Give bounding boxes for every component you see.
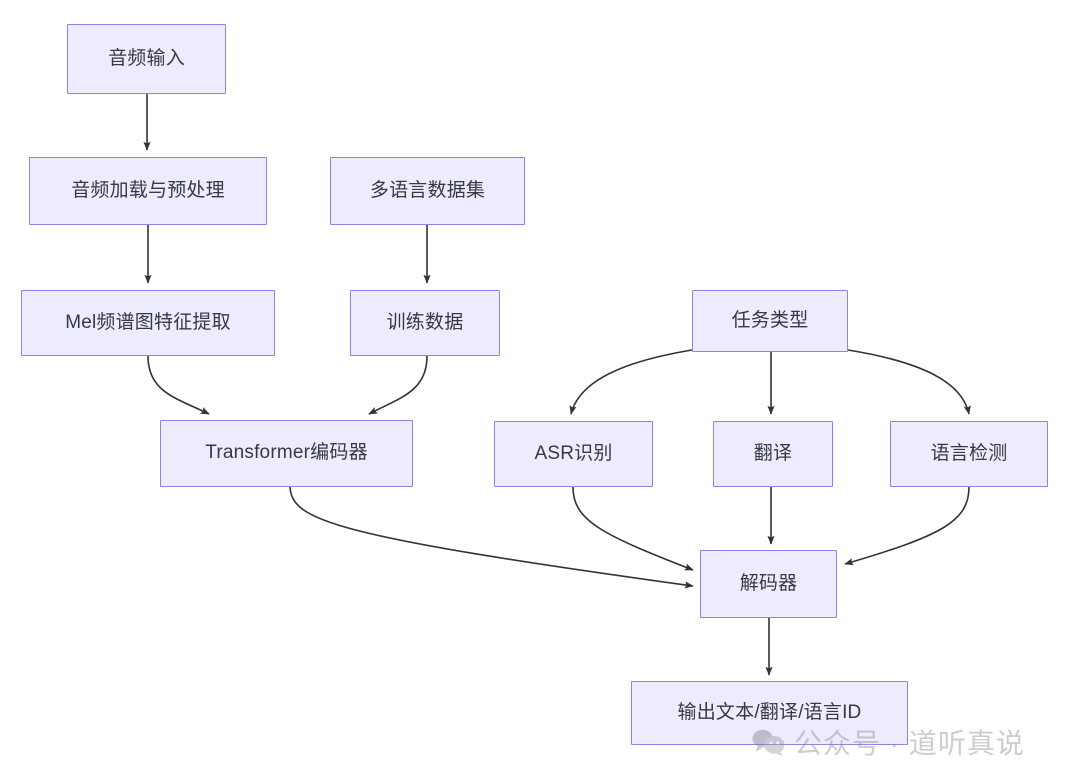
node-translate[interactable]: 翻译 — [713, 421, 833, 487]
node-transformer-encoder[interactable]: Transformer编码器 — [160, 420, 413, 487]
node-decoder[interactable]: 解码器 — [700, 550, 837, 618]
edge-mel-to-encoder — [147, 355, 210, 415]
node-training-data[interactable]: 训练数据 — [350, 290, 500, 356]
node-label: 解码器 — [739, 572, 798, 594]
edge-training-to-encoder — [368, 355, 428, 415]
node-mel-features[interactable]: Mel频谱图特征提取 — [21, 290, 275, 356]
node-label: 音频加载与预处理 — [71, 179, 225, 201]
node-label: 训练数据 — [386, 311, 464, 333]
node-label: 翻译 — [753, 442, 793, 464]
node-audio-input[interactable]: 音频输入 — [67, 24, 226, 94]
node-audio-preprocess[interactable]: 音频加载与预处理 — [29, 157, 267, 225]
node-output[interactable]: 输出文本/翻译/语言ID — [631, 681, 908, 745]
edge-asr-to-decoder — [572, 486, 694, 571]
node-label: 任务类型 — [731, 309, 809, 331]
node-label: 语言检测 — [930, 442, 1008, 464]
edge-task-to-asr — [569, 349, 693, 415]
edge-langdetect-to-decoder — [844, 486, 970, 566]
node-label: Mel频谱图特征提取 — [65, 311, 231, 333]
node-asr[interactable]: ASR识别 — [494, 421, 653, 487]
node-label: 多语言数据集 — [369, 179, 486, 201]
node-task-type[interactable]: 任务类型 — [692, 290, 848, 352]
node-label: 音频输入 — [108, 47, 185, 69]
node-label: 输出文本/翻译/语言ID — [677, 701, 862, 723]
node-label: ASR识别 — [534, 442, 613, 464]
node-language-detect[interactable]: 语言检测 — [890, 421, 1048, 487]
edge-encoder-to-decoder — [289, 486, 694, 589]
node-label: Transformer编码器 — [205, 442, 368, 464]
edge-task-to-langdetect — [847, 349, 971, 415]
node-multilingual-dataset[interactable]: 多语言数据集 — [330, 157, 525, 225]
